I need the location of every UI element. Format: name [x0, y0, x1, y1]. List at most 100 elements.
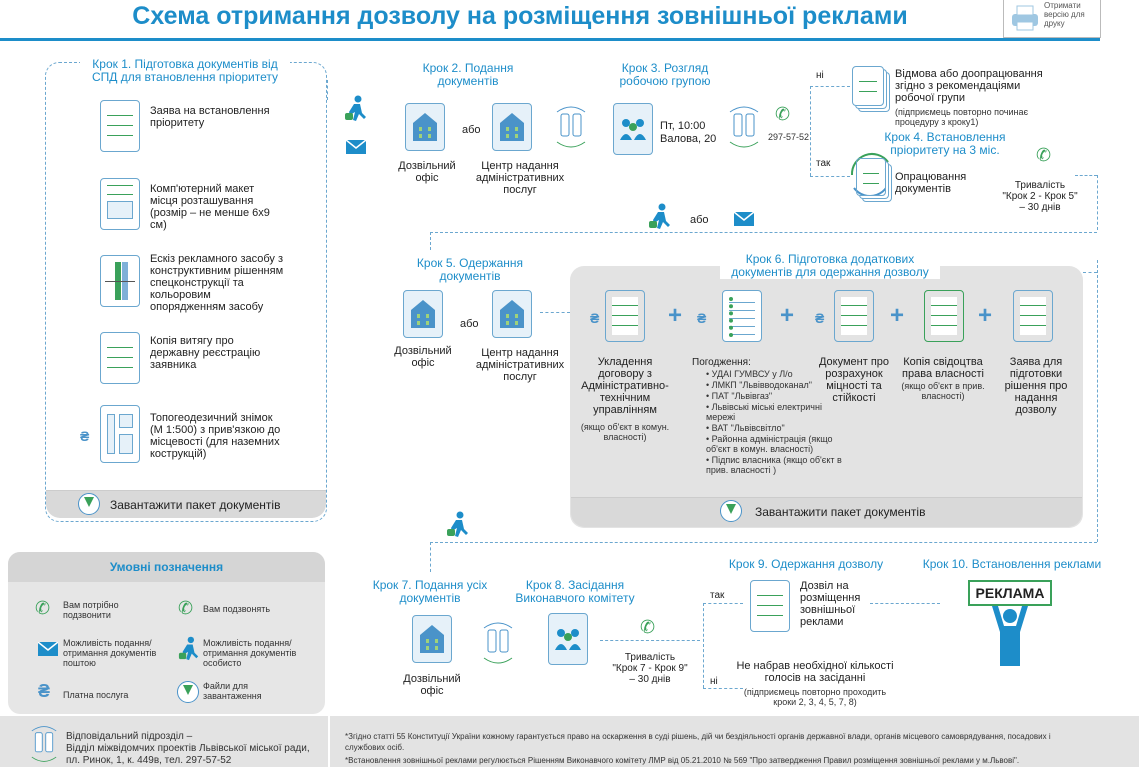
document-icon	[100, 100, 140, 152]
building-icon	[413, 113, 437, 141]
document-exchange-icon	[483, 622, 513, 664]
legend-item-paid: Платна послуга	[63, 690, 129, 700]
step6-doc4: Копія свідоцтва права власності	[902, 356, 984, 380]
step3-time: Пт, 10:00	[660, 120, 706, 132]
step6-download-bar[interactable]	[571, 497, 1082, 527]
step6-download-link[interactable]: Завантажити пакет документів	[755, 505, 926, 519]
row-connector	[430, 232, 1097, 233]
branch-yes: так	[816, 158, 831, 169]
row-connector	[430, 542, 431, 572]
download-icon[interactable]	[720, 500, 742, 522]
list-item: • ПАТ "Львівгаз"	[706, 391, 773, 401]
list-item: • УДАІ ГУМВСУ у Л/о	[706, 369, 793, 379]
page-title: Схема отримання дозволу на розміщення зо…	[132, 2, 908, 30]
step1-doc-4: Копія витягу про державну реєстрацію зая…	[150, 335, 261, 371]
document-icon	[924, 290, 964, 342]
people-group-icon	[620, 119, 646, 140]
step6-approvals-list: • УДАІ ГУМВСУ у Л/о • ЛМКП "Львівводокан…	[706, 369, 846, 476]
step9-title: Крок 9. Одержання дозволу	[728, 557, 884, 571]
branch-connector	[810, 86, 811, 176]
admin-center-icon	[492, 103, 532, 151]
list-item: • ВАТ "Львівсвітло"	[706, 423, 785, 433]
document-exchange-icon	[729, 106, 759, 148]
step9-fail: Не набрав необхідної кількості голосів н…	[736, 660, 894, 684]
step9-fail-note: (підприємець повторно проходить кроки 2,…	[743, 687, 887, 707]
download-icon	[177, 681, 199, 703]
plus-icon: +	[668, 302, 683, 329]
executive-committee-icon	[548, 613, 588, 665]
footer-dept-label: Відповідальний підрозділ –	[66, 731, 193, 742]
refusal-text: Відмова або доопрацювання згідно з реком…	[895, 68, 1043, 104]
step6-doc4-note: (якщо об'єкт в прив. власності)	[901, 381, 985, 401]
footer-address: пл. Ринок, 1, к. 449в, тел. 297-57-52	[66, 755, 232, 766]
print-version-label[interactable]: Отримати версію для друку	[1044, 1, 1085, 28]
step3-place: Валова, 20	[660, 133, 717, 145]
connector	[600, 640, 700, 641]
mail-icon	[734, 212, 754, 226]
paid-service-icon: ₴	[590, 310, 600, 326]
step8-duration-label: Тривалість	[624, 652, 676, 663]
step6-approvals-title: Погодження:	[692, 357, 751, 368]
connector	[1097, 260, 1098, 542]
people-group-icon	[555, 629, 581, 650]
step5-office2: Центр надання адміністративних послуг	[475, 347, 565, 383]
building-icon	[500, 300, 524, 328]
layout-document-icon	[100, 178, 140, 230]
step10-title: Крок 10. Встановлення реклами	[922, 557, 1102, 571]
download-icon[interactable]	[78, 493, 100, 515]
row-connector	[430, 232, 431, 250]
working-group-icon	[613, 103, 653, 155]
permit-office-icon	[403, 290, 443, 338]
list-item: • ЛМКП "Львівводоканал"	[706, 380, 812, 390]
legend-item-personal: Можливість подання/отримання документів …	[203, 638, 297, 668]
permit-office-icon	[412, 615, 452, 663]
row-connector	[430, 542, 1097, 543]
step6-doc1-note: (якщо об'єкт в комун. власності)	[580, 422, 670, 442]
walking-person-icon	[178, 636, 199, 661]
footer-divider	[328, 716, 330, 767]
incoming-call-icon: ✆	[640, 617, 656, 637]
stacked-documents-icon	[856, 158, 886, 196]
document-exchange-icon	[31, 726, 57, 762]
branch-connector	[703, 603, 704, 688]
step6-doc3: Документ про розрахунок міцності та стій…	[818, 356, 890, 404]
legend-item-call: Вам потрібно подзвонити	[63, 600, 119, 620]
phone-call-icon: ✆	[775, 104, 791, 124]
building-icon	[411, 300, 435, 328]
step1-title: Крок 1. Підготовка документів від СПД дл…	[80, 58, 290, 84]
step2-office1: Дозвільний офіс	[398, 160, 456, 184]
incoming-call-icon: ✆	[178, 598, 194, 618]
step2-title: Крок 2. Подання документів	[422, 61, 514, 88]
footer	[0, 716, 1139, 767]
legend-title: Умовні позначення	[8, 552, 325, 582]
step1-doc-2: Комп'ютерний макет місця розташування (р…	[150, 183, 270, 231]
step4-duration-label: Тривалість	[1014, 180, 1066, 191]
step6-doc5: Заява для підготовки рішення про надання…	[1004, 356, 1068, 416]
step2-office2: Центр надання адміністративних послуг	[475, 160, 565, 196]
step3-title: Крок 3. Розгляд робочою групою	[619, 61, 711, 88]
step9-yes: так	[710, 590, 725, 601]
step4-duration-range: "Крок 2 - Крок 5"	[1002, 191, 1078, 202]
building-icon	[500, 113, 524, 141]
branch-connector	[703, 603, 743, 604]
paid-service-icon: ₴	[815, 310, 825, 326]
paid-service-icon: ₴	[697, 310, 707, 326]
mid-or: або	[690, 214, 709, 226]
step3-phone: 297-57-52	[768, 132, 810, 142]
step2-or: або	[462, 124, 481, 136]
advertising-sign: РЕКЛАМА	[968, 580, 1052, 606]
sketch-document-icon	[100, 255, 140, 307]
step9-permit: Дозвіл на розміщення зовнішньої реклами	[800, 580, 861, 628]
paid-service-icon: ₴	[38, 681, 51, 701]
phone-call-icon: ✆	[35, 598, 51, 618]
document-icon	[1013, 290, 1053, 342]
walking-person-icon	[345, 95, 366, 121]
document-icon	[834, 290, 874, 342]
header-divider	[0, 38, 1100, 41]
step4-duration: – 30 днів	[1019, 202, 1061, 213]
step1-doc-3: Ескіз рекламного засобу з конструктивним…	[150, 253, 284, 313]
step5-office1: Дозвільний офіс	[394, 345, 452, 369]
step1-download-link[interactable]: Завантажити пакет документів	[110, 498, 281, 512]
person-holding-sign-icon	[992, 606, 1028, 666]
connector	[327, 80, 328, 100]
